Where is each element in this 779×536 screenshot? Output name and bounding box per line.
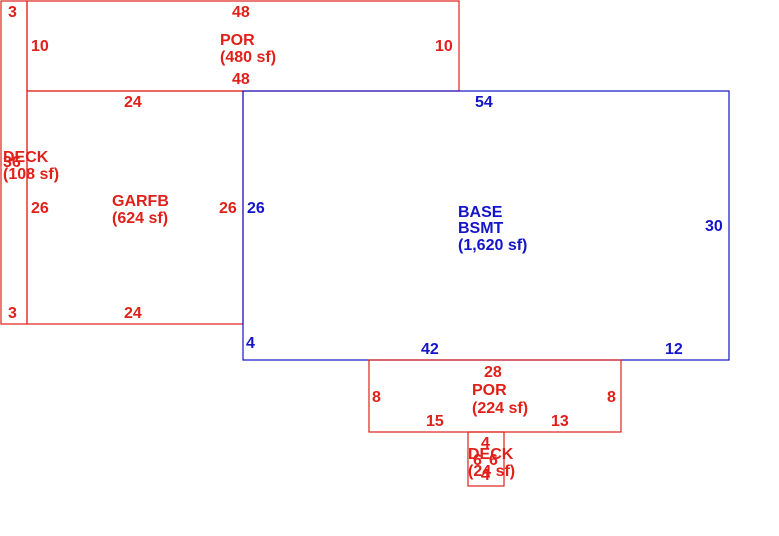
base-name: BASE bbox=[458, 204, 503, 221]
base-dim-left: 26 bbox=[247, 200, 265, 217]
por-top-dim-left: 10 bbox=[31, 38, 49, 55]
deck-left-area: (108 sf) bbox=[3, 166, 59, 183]
por-top-dim-top: 48 bbox=[232, 4, 250, 21]
garfb-dim-top: 24 bbox=[124, 94, 142, 111]
por-top-dim-right: 10 bbox=[435, 38, 453, 55]
base-dim-top: 54 bbox=[475, 94, 493, 111]
base-area: (1,620 sf) bbox=[458, 237, 527, 254]
por-bottom-dim-right: 8 bbox=[607, 389, 616, 406]
deck-bottom-dim-bottom: 4 bbox=[481, 467, 490, 484]
base-dim-bottom-mid: 42 bbox=[421, 341, 439, 358]
deck-bottom-dim-mid2: 6 bbox=[489, 452, 498, 469]
base-dim-bottom-right: 12 bbox=[665, 341, 683, 358]
deck-bottom-dim-top: 4 bbox=[481, 435, 490, 452]
base-name2: BSMT bbox=[458, 220, 504, 237]
por-bottom-name: POR bbox=[472, 382, 507, 399]
garfb-dim-right: 26 bbox=[219, 200, 237, 217]
deck-bottom-area: (24 sf) bbox=[468, 463, 515, 480]
deck-bottom-outline bbox=[467, 431, 505, 487]
garfb-dim-bottom: 24 bbox=[124, 305, 142, 322]
por-bottom-dim-top: 28 bbox=[484, 364, 502, 381]
deck-bottom-dim-mid: 6 bbox=[473, 452, 482, 469]
base-dim-bottom-left: 4 bbox=[246, 335, 255, 352]
por-bottom-dim-bottom-left: 15 bbox=[426, 413, 444, 430]
por-bottom-dim-left: 8 bbox=[372, 389, 381, 406]
base-dim-right: 30 bbox=[705, 218, 723, 235]
garfb-name: GARFB bbox=[112, 193, 169, 210]
por-bottom-dim-bottom-right: 13 bbox=[551, 413, 569, 430]
deck-bottom-name: DECK bbox=[468, 446, 514, 463]
por-top-name: POR bbox=[220, 32, 255, 49]
deck-left-dim-top: 3 bbox=[8, 4, 17, 21]
garfb-area: (624 sf) bbox=[112, 210, 168, 227]
deck-left-overlap: 36 bbox=[3, 154, 21, 171]
por-top-dim-bottom: 48 bbox=[232, 71, 250, 88]
garfb-dim-left: 26 bbox=[31, 200, 49, 217]
por-bottom-area: (224 sf) bbox=[472, 400, 528, 417]
por-top-area: (480 sf) bbox=[220, 49, 276, 66]
deck-left-dim-bottom: 3 bbox=[8, 305, 17, 322]
deck-left-name: DECK bbox=[3, 149, 49, 166]
